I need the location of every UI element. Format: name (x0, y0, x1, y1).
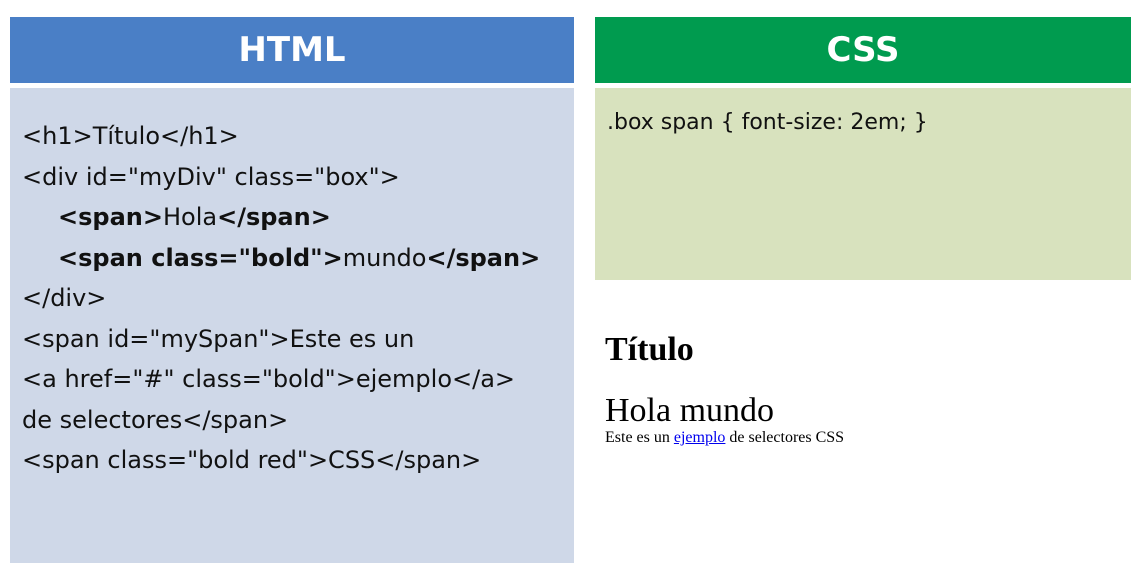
css-panel-header: CSS (595, 17, 1131, 83)
preview-box-spans: Hola mundo (605, 394, 1125, 428)
css-panel-title: CSS (826, 30, 900, 70)
code-tag-open: <span class="bold"> (58, 243, 343, 272)
code-tag-close: </span> (426, 243, 541, 272)
code-line: <a href="#" class="bold">ejemplo</a> (22, 365, 516, 393)
html-panel-title: HTML (238, 30, 346, 70)
html-panel-header: HTML (10, 17, 574, 83)
code-line: <span class="bold red">CSS</span> (22, 446, 482, 474)
code-text: mundo (342, 243, 427, 272)
code-line: </div> (22, 284, 107, 312)
code-tag-close: </span> (217, 203, 331, 231)
preview-link-ejemplo[interactable]: ejemplo (673, 429, 726, 446)
html-code-block: <h1>Título</h1> <div id="myDiv" class="b… (10, 88, 574, 563)
code-line: <span id="mySpan">Este es un (22, 324, 415, 353)
css-rule: .box span { font-size: 2em; } (607, 110, 928, 135)
css-code-block: .box span { font-size: 2em; } (595, 88, 1131, 280)
preview-my-span: Este es un ejemplo de selectores CSS (605, 428, 1125, 448)
code-line: <span>Hola</span> (22, 197, 574, 238)
preview-text-after: de selectores CSS (729, 429, 845, 446)
preview-heading: Título (605, 331, 694, 368)
code-line: <div id="myDiv" class="box"> (22, 162, 400, 191)
rendered-preview: Título Hola mundo Este es un ejemplo de … (605, 330, 1125, 570)
code-tag-open: <span> (58, 203, 163, 231)
preview-span-mundo: mundo (679, 392, 775, 429)
code-line: de selectores</span> (22, 405, 289, 434)
preview-span-hola: Hola (605, 392, 672, 429)
code-line: <span class="bold">mundo</span> (22, 238, 574, 279)
preview-text-before: Este es un (605, 429, 670, 446)
code-text: Hola (162, 203, 218, 231)
code-line: <h1>Título</h1> (22, 122, 239, 150)
